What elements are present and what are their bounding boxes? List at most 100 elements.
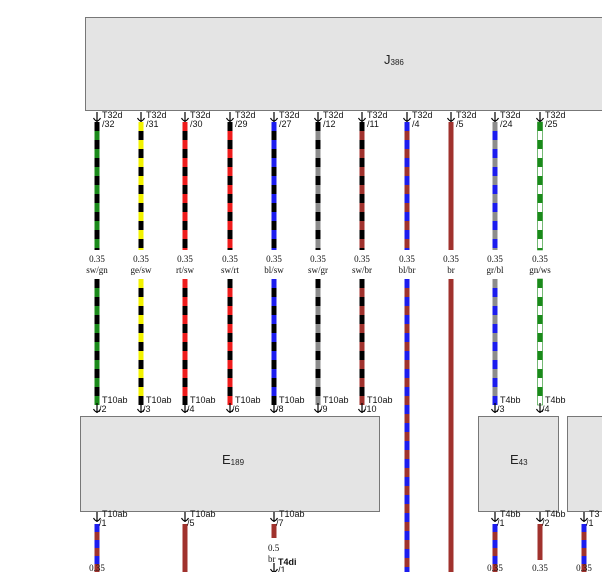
wire-11-bot-pin-no: /4 — [542, 404, 550, 414]
wire-6-top-conn: T32d — [323, 110, 344, 120]
wire-3-bot-pin-arc — [180, 408, 190, 413]
wire-5-upper — [271, 122, 277, 250]
wire-7-upper-stripe — [359, 203, 365, 212]
component-sub-e189: 189 — [231, 458, 245, 467]
component-box-e189 — [80, 416, 380, 512]
wire-10-lower-stripe — [492, 342, 498, 351]
lower-wire-1-pin — [92, 512, 102, 522]
wire-1-bot-conn: T10ab — [102, 395, 128, 405]
wire-10-upper — [492, 122, 498, 250]
lower-wire-6-size: 0.35 — [576, 563, 592, 572]
wire-2-lower — [138, 279, 144, 405]
wire-8-lower-stripe — [404, 342, 410, 351]
wire-8-lower-stripe — [404, 540, 410, 549]
wire-11-lower-stripe — [537, 324, 543, 333]
wire-3-lower-stripe — [182, 396, 188, 405]
sub-connector-label: T4di — [278, 557, 297, 567]
wire-11-lower-stripe — [537, 342, 543, 351]
wire-10-top-pin-arc — [490, 117, 500, 122]
wire-4-top-conn: T32d — [235, 110, 256, 120]
wire-8-top-pin — [402, 112, 412, 122]
wire-2-lower-stripe — [138, 306, 144, 315]
wire-4-lower-stripe — [227, 396, 233, 405]
component-box-partial — [567, 416, 602, 512]
wire-2-upper — [138, 122, 144, 250]
wire-8-top-conn: T32d — [412, 110, 433, 120]
sub-connector-pin-mark-arc — [269, 568, 279, 572]
wire-8-lower-stripe — [404, 288, 410, 297]
wire-9-lower-base — [448, 279, 454, 572]
wire-3-size: 0.35 — [177, 254, 193, 264]
wire-9-top-pin — [446, 112, 456, 122]
wire-5-size: 0.35 — [266, 254, 282, 264]
wire-6-bot-pin — [313, 403, 323, 413]
lower-wire-4-stripe-stripe — [492, 532, 498, 540]
lower-wire-4-pin-arc — [490, 517, 500, 522]
wire-11-lower-stripe — [537, 396, 543, 405]
wire-10-upper-stripe — [492, 131, 498, 140]
lower-wire-4-stripe — [492, 524, 498, 572]
wire-5-lower-stripe — [271, 360, 277, 369]
lower-wire-3-size: 0.5 — [268, 543, 280, 553]
wire-1-top-pin-no: /32 — [102, 119, 115, 129]
wire-4-upper-stripe — [227, 149, 233, 158]
wire-10-lower — [492, 279, 498, 405]
wire-5-color: bl/sw — [264, 265, 284, 275]
wire-4-upper — [227, 122, 233, 250]
wire-6-size: 0.35 — [310, 254, 326, 264]
wire-4-upper-stripe — [227, 221, 233, 230]
wire-5-lower-stripe — [271, 306, 277, 315]
wire-6-lower-stripe — [315, 288, 321, 297]
wire-2-bot-conn: T10ab — [146, 395, 172, 405]
wire-10-bot-pin — [490, 403, 500, 413]
wire-11-top-pin — [535, 112, 545, 122]
wire-2-color: ge/sw — [131, 265, 152, 275]
wire-10-upper-stripe — [492, 239, 498, 248]
wire-4-lower — [227, 279, 233, 405]
wire-2-lower-stripe — [138, 378, 144, 387]
wire-7-top-pin-arc — [357, 117, 367, 122]
wire-6-upper-stripe — [315, 221, 321, 230]
wire-2-lower-stripe — [138, 396, 144, 405]
wire-2-lower-stripe — [138, 360, 144, 369]
wire-6-lower-stripe — [315, 342, 321, 351]
wire-2-lower-stripe — [138, 288, 144, 297]
wire-10-lower-stripe — [492, 396, 498, 405]
wire-7-lower-stripe — [359, 360, 365, 369]
wire-11-upper-stripe — [537, 167, 543, 176]
wire-4-bot-pin-arc — [225, 408, 235, 413]
wire-1-upper — [94, 122, 100, 250]
wire-4-bot-pin — [225, 403, 235, 413]
wire-8-lower-stripe — [404, 396, 410, 405]
wire-5-lower-stripe — [271, 396, 277, 405]
wire-10-lower-stripe — [492, 360, 498, 369]
lower-wire-2-conn: T10ab — [190, 509, 216, 519]
wire-6-lower-stripe — [315, 324, 321, 333]
wire-6-lower — [315, 279, 321, 405]
wire-8-upper-stripe — [404, 203, 410, 212]
wire-8-upper-stripe — [404, 221, 410, 230]
wire-6-upper-stripe — [315, 203, 321, 212]
wire-8-lower-stripe — [404, 378, 410, 387]
lower-wire-3-pin-arc — [269, 517, 279, 522]
wire-3-lower-stripe — [182, 378, 188, 387]
wire-5-lower-stripe — [271, 378, 277, 387]
lower-wire-2-pin-arc — [180, 517, 190, 522]
lower-wire-3-stripe — [271, 524, 277, 538]
wire-11-bot-conn: T4bb — [545, 395, 566, 405]
wire-8-lower-stripe — [404, 522, 410, 531]
wire-1-upper-stripe — [94, 203, 100, 212]
wire-6-top-pin-arc — [313, 117, 323, 122]
wire-10-lower-stripe — [492, 324, 498, 333]
wire-3-lower-stripe — [182, 324, 188, 333]
wire-6-upper-stripe — [315, 131, 321, 140]
wire-7-lower-stripe — [359, 342, 365, 351]
lower-wire-4-conn: T4bb — [500, 509, 521, 519]
wire-6-top-pin-no: /12 — [323, 119, 336, 129]
wire-1-upper-stripe — [94, 185, 100, 194]
wire-7-lower-stripe — [359, 288, 365, 297]
wire-8-lower-base — [404, 279, 410, 572]
sub-connector-pin: /1 — [278, 565, 286, 572]
wire-5-lower-stripe — [271, 324, 277, 333]
wire-3-upper-stripe — [182, 203, 188, 212]
